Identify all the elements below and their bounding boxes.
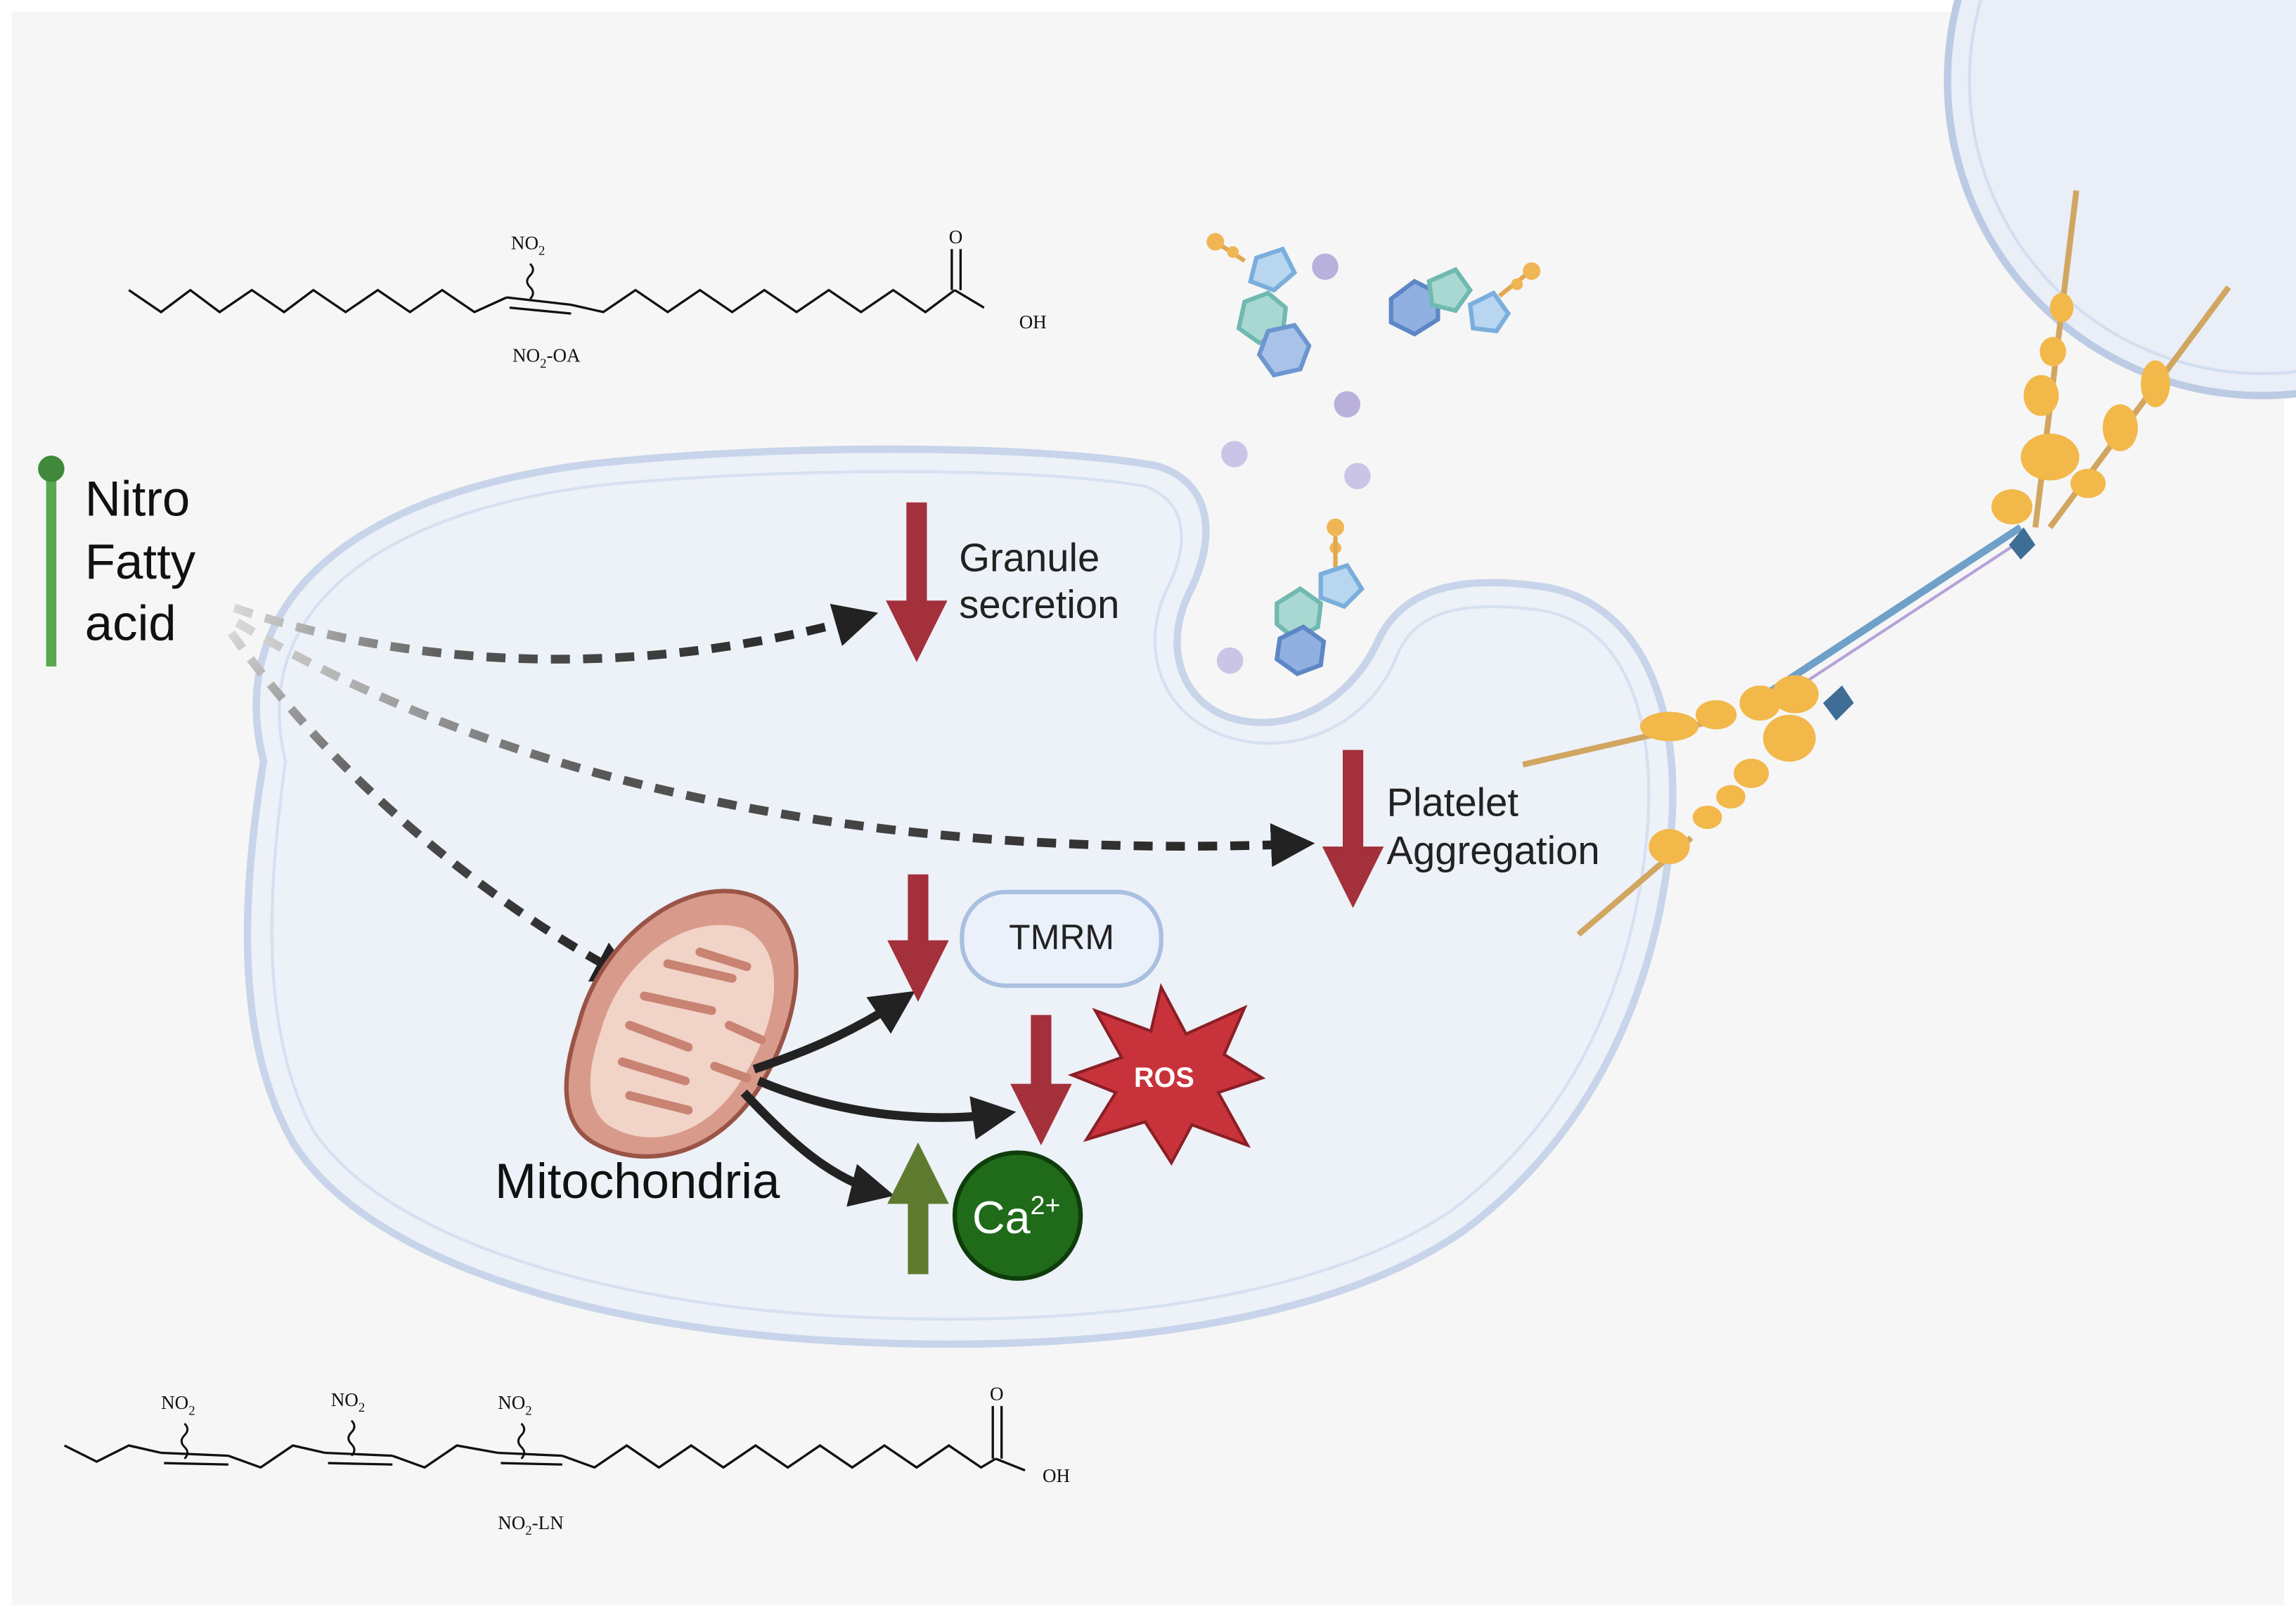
ln-hydroxyl: OH xyxy=(1043,1465,1070,1486)
molecule-cluster-3 xyxy=(1274,518,1365,676)
vesicle-dot xyxy=(1221,441,1248,468)
mitochondria-output-arrows xyxy=(740,991,1017,1207)
mitochondria: Mitochondria xyxy=(495,889,799,1209)
vesicle-dot xyxy=(1216,647,1244,674)
ros-effect: ROS xyxy=(1010,983,1266,1166)
ros-label: ROS xyxy=(1134,1062,1194,1093)
ln-nitro-sub-2: 2 xyxy=(359,1400,365,1415)
ln-nitro-label-1: NO2 xyxy=(161,1392,195,1418)
oa-name-suffix: -OA xyxy=(546,345,581,366)
ln-nitro-label-2: NO2 xyxy=(331,1389,365,1415)
tmrm-label: TMRM xyxy=(1009,917,1114,957)
molecule-cluster-1 xyxy=(1206,233,1312,378)
platelet-aggregation-effect: Platelet Aggregation xyxy=(1322,749,1600,908)
granule-secretion-effect: Granule secretion xyxy=(886,502,1119,662)
ln-name-suffix: -LN xyxy=(532,1512,564,1533)
fibrinogen-bridge xyxy=(1522,190,2231,937)
ln-nitro-sub-3: 2 xyxy=(525,1403,531,1418)
oa-carbonyl-o: O xyxy=(949,226,963,247)
decrease-arrow-aggregation xyxy=(1322,749,1384,908)
platelet-aggregation-label-line1: Platelet xyxy=(1387,780,1519,824)
neighbor-cell xyxy=(1944,0,2296,399)
arrow-to-ros xyxy=(756,1076,1017,1140)
label-acid: acid xyxy=(85,595,176,651)
nitro-indicator-dot xyxy=(38,456,65,482)
decrease-arrow-ros xyxy=(1010,1014,1072,1146)
oa-name: NO2-OA xyxy=(512,345,581,371)
calcium-effect: Ca2+ xyxy=(887,1142,1083,1281)
arrow-to-tmrm xyxy=(752,991,915,1074)
label-fatty: Fatty xyxy=(85,534,196,590)
ln-nitro-label-3: NO2 xyxy=(498,1392,531,1418)
ln-nitro-sub-1: 2 xyxy=(188,1403,195,1418)
decrease-arrow-tmrm xyxy=(887,874,949,1002)
oa-nitro-label: NO2 xyxy=(511,232,545,258)
pathway-arrows xyxy=(227,603,1315,983)
calcium-circle xyxy=(952,1150,1083,1281)
secreted-molecules xyxy=(1206,233,1541,676)
arrow-to-calcium xyxy=(740,1089,895,1207)
molecule-no2-oa: NO2 O OH NO2-OA xyxy=(128,226,1047,371)
molecule-cluster-2 xyxy=(1388,262,1541,337)
ln-carbonyl-o: O xyxy=(990,1383,1004,1404)
oa-name-sub: 2 xyxy=(540,356,546,371)
vesicle-dot xyxy=(1312,253,1339,281)
granule-secretion-label-line2: secretion xyxy=(959,582,1119,626)
calcium-label: Ca2+ xyxy=(972,1190,1060,1243)
vesicle-dot xyxy=(1334,391,1361,418)
oa-nitro-sub: 2 xyxy=(538,244,545,259)
increase-arrow-calcium xyxy=(887,1142,949,1275)
molecule-no2-ln: NO2 NO2 NO2 O OH NO2-LN xyxy=(63,1383,1070,1538)
nitro-fatty-acid-label: Nitro Fatty acid xyxy=(38,456,196,666)
arrow-to-mitochondria xyxy=(227,630,638,983)
ln-name-sub: 2 xyxy=(525,1523,531,1538)
vesicle-dot xyxy=(1344,463,1371,489)
arrow-to-granule-secretion xyxy=(233,603,879,664)
ln-name: NO2-LN xyxy=(498,1512,564,1538)
calcium-charge: 2+ xyxy=(1031,1190,1061,1220)
platelet-aggregation-label-line2: Aggregation xyxy=(1387,828,1600,872)
label-nitro: Nitro xyxy=(85,471,190,527)
tmrm-badge xyxy=(960,889,1163,988)
mitochondria-label: Mitochondria xyxy=(495,1154,780,1209)
oa-hydroxyl: OH xyxy=(1019,311,1047,333)
ros-starburst xyxy=(1067,983,1266,1166)
decrease-arrow-granule xyxy=(886,502,948,662)
granule-secretion-label-line1: Granule xyxy=(959,536,1099,580)
tmrm-effect: TMRM xyxy=(887,874,1163,1002)
